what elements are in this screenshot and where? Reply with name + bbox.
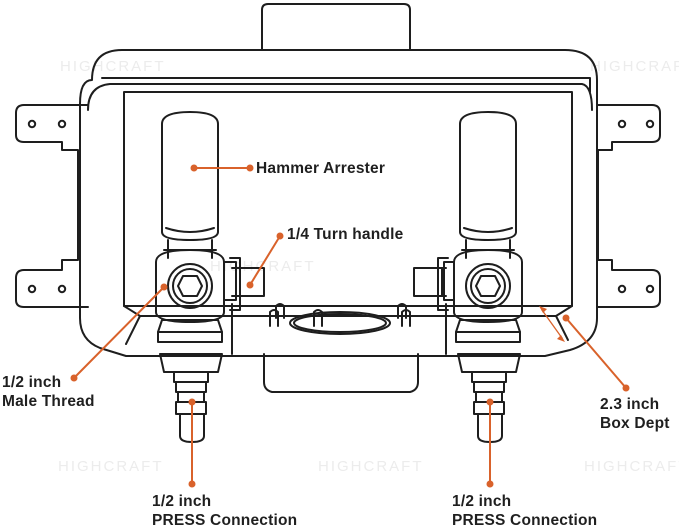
- label-box-depth: 2.3 inch Box Dept: [600, 395, 670, 433]
- label-hammer-arrester: Hammer Arrester: [256, 160, 386, 177]
- watermark-text: HIGHCRAFT: [60, 58, 166, 75]
- watermark-text: HIGHCRAFT: [590, 58, 679, 75]
- label-press-left-line2: PRESS Connection: [152, 512, 298, 529]
- right-mounting-flange: [597, 104, 661, 308]
- valve-box-shell: [79, 49, 598, 357]
- label-press-left-line1: 1/2 inch: [152, 493, 212, 510]
- watermark-text: HIGHCRAFT: [318, 458, 424, 475]
- left-mounting-flange: [15, 104, 89, 308]
- label-press-right-line2: PRESS Connection: [452, 512, 598, 529]
- center-posts: [269, 303, 411, 327]
- left-valve-assembly: [155, 111, 265, 443]
- callout-lines: [70, 164, 630, 488]
- top-pipe: [261, 3, 411, 51]
- right-valve-assembly: [413, 111, 523, 443]
- label-box-depth-line2: Box Dept: [600, 415, 670, 432]
- label-box-depth-line1: 2.3 inch: [600, 396, 660, 413]
- label-press-right-line1: 1/2 inch: [452, 493, 512, 510]
- watermark-text: HIGHCRAFT: [58, 458, 164, 475]
- bottom-drain-pipe: [263, 311, 419, 393]
- label-press-connection-left: 1/2 inch PRESS Connection: [152, 492, 297, 530]
- label-male-thread: 1/2 inch Male Thread: [2, 373, 95, 411]
- watermark-text: HIGHCRAFT: [584, 458, 679, 475]
- label-press-connection-right: 1/2 inch PRESS Connection: [452, 492, 597, 530]
- label-male-thread-line2: Male Thread: [2, 393, 95, 410]
- label-turn-handle: 1/4 Turn handle: [287, 226, 404, 243]
- label-male-thread-line1: 1/2 inch: [2, 374, 62, 391]
